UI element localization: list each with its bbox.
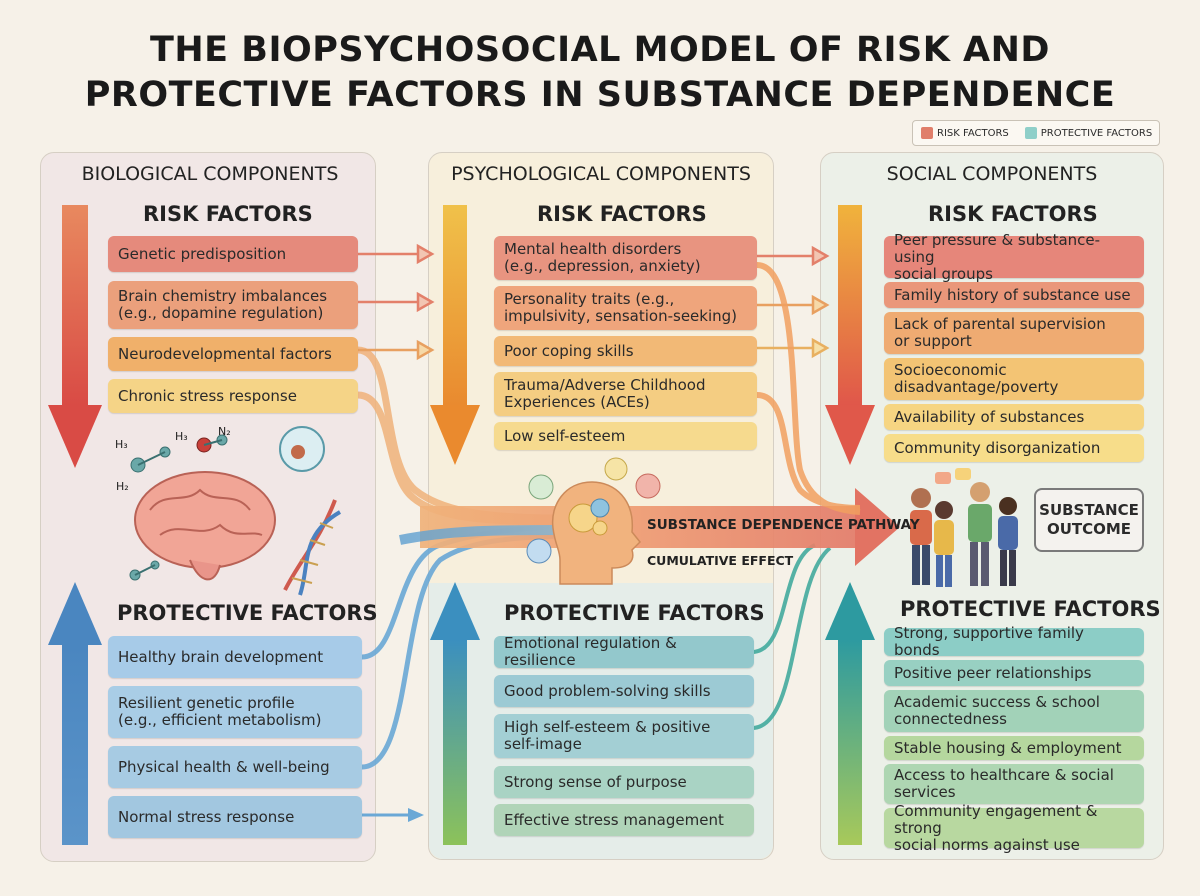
molecule-label-3: N₂ [218,425,231,438]
psy-risk-heading: RISK FACTORS [537,202,707,226]
bio-heading: BIOLOGICAL COMPONENTS [81,163,339,185]
bio-protective-heading: PROTECTIVE FACTORS [117,601,378,625]
legend-risk: RISK FACTORS [921,127,1009,139]
soc-risk-item: Family history of substance use [884,282,1144,308]
psy-protective-item: Strong sense of purpose [494,766,754,798]
brain-icon [134,471,276,581]
bio-protective-item: Normal stress response [108,796,362,838]
cumulative-effect-label: CUMULATIVE EFFECT [647,553,794,568]
psy-protective-up-arrow [430,582,480,845]
soc-protective-item: Stable housing & employment [884,736,1144,760]
molecule-label-2: H₃ [175,430,188,443]
soc-protective-item: Academic success & school connectedness [884,690,1144,732]
psy-protective-item: High self-esteem & positive self-image [494,714,754,758]
page-title: THE BIOPSYCHOSOCIAL MODEL OF RISK AND PR… [0,28,1200,118]
psy-risk-down-arrow [430,205,480,465]
soc-protective-item: Access to healthcare & social services [884,764,1144,804]
soc-heading: SOCIAL COMPONENTS [886,163,1098,185]
bio-risk-item: Chronic stress response [108,379,358,413]
molecule-label-1: H₃ [115,438,128,451]
emotion-face-icons [526,457,661,564]
psy-risk-item: Trauma/Adverse Childhood Experiences (AC… [494,372,757,416]
soc-risk-item: Peer pressure & substance-using social g… [884,231,1144,282]
psy-risk-item: Mental health disorders (e.g., depressio… [494,236,757,280]
psy-heading: PSYCHOLOGICAL COMPONENTS [451,163,751,185]
soc-risk-item: Lack of parental supervision or support [884,312,1144,354]
dna-icon [283,499,341,596]
soc-protective-item: Strong, supportive family bonds [884,625,1144,659]
bio-risk-item: Neurodevelopmental factors [108,337,358,371]
title-line-1: THE BIOPSYCHOSOCIAL MODEL OF RISK AND [150,30,1050,70]
legend-risk-swatch [921,127,933,139]
molecule-label-4: H₂ [116,480,129,493]
legend: RISK FACTORS PROTECTIVE FACTORS [912,120,1160,146]
bio-risk-down-arrow [48,205,102,468]
psy-risk-item: Personality traits (e.g., impulsivity, s… [494,286,757,330]
legend-protective: PROTECTIVE FACTORS [1024,127,1153,139]
psy-to-soc-arrows [757,245,830,359]
bio-to-psy-arrows [358,243,435,361]
soc-risk-heading: RISK FACTORS [928,202,1098,226]
pathway-label: SUBSTANCE DEPENDENCE PATHWAY [647,517,920,533]
legend-risk-label: RISK FACTORS [937,127,1009,139]
soc-risk-item: Community disorganization [884,434,1144,462]
psy-risk-item: Poor coping skills [494,336,757,366]
soc-protective-heading: PROTECTIVE FACTORS [900,597,1161,621]
legend-protective-swatch [1024,127,1037,139]
soc-risk-down-arrow [825,205,875,465]
title-line-2: PROTECTIVE FACTORS IN SUBSTANCE DEPENDEN… [84,75,1116,115]
psy-protective-heading: PROTECTIVE FACTORS [504,601,765,625]
legend-protective-label: PROTECTIVE FACTORS [1040,127,1153,139]
bio-protective-item: Physical health & well-being [108,746,362,788]
people-group-icon [910,468,1018,587]
soc-protective-item: Community engagement & strong social nor… [884,802,1144,853]
bio-risk-heading: RISK FACTORS [143,202,313,226]
bio-risk-item: Brain chemistry imbalances (e.g., dopami… [108,281,358,329]
bio-protective-up-arrow [48,582,102,845]
bio-protective-item: Healthy brain development [108,636,362,678]
bio-risk-item: Genetic predisposition [108,236,358,272]
psy-protective-item: Effective stress management [494,804,754,836]
soc-protective-item: Positive peer relationships [884,660,1144,686]
psy-protective-item: Emotional regulation & resilience [494,635,754,669]
bio-protective-item: Resilient genetic profile (e.g., efficie… [108,686,362,738]
substance-outcome-box: SUBSTANCE OUTCOME [1034,488,1144,552]
psy-risk-item: Low self-esteem [494,422,757,450]
psy-protective-item: Good problem-solving skills [494,675,754,707]
soc-protective-up-arrow [825,582,875,845]
molecule-icons [129,426,325,581]
soc-risk-item: Availability of substances [884,404,1144,430]
head-icon [551,481,642,585]
soc-risk-item: Socioeconomic disadvantage/poverty [884,358,1144,400]
